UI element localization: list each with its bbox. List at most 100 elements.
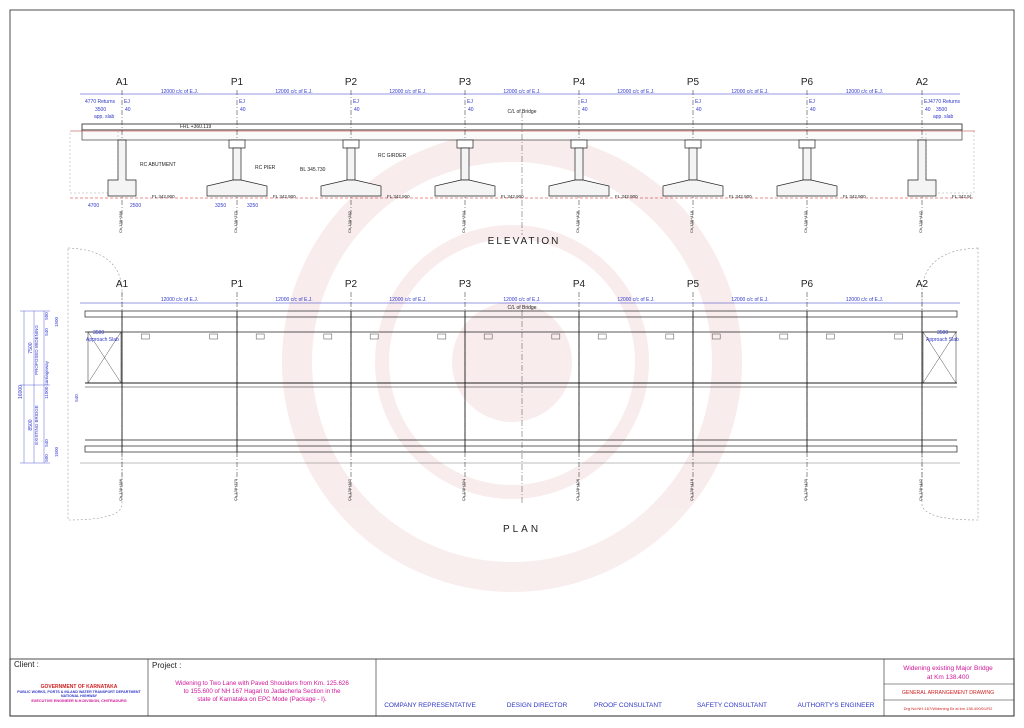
project-label: Project : (152, 661, 181, 670)
plan-chainage-4: Ch 138+406 (575, 478, 580, 501)
elevation-span-label-1: 12000 c/c of E.J. (275, 89, 312, 95)
frl-label: FRL +360.119 (180, 124, 211, 130)
elevation-fl-label-0: FL 342.900 (152, 194, 175, 199)
plan-support-label-4: P4 (573, 279, 586, 290)
elevation-pier-footing-1 (206, 179, 268, 197)
plan-chainage-5: Ch 138+418 (689, 478, 694, 501)
dim-left-2: 2500 (130, 203, 141, 209)
elevation-fl-label-4: FL 342.900 (615, 194, 638, 199)
plan-bearing-box-0-1 (209, 333, 218, 340)
right-app-slab-length: 3500 (936, 107, 947, 113)
plan-left-approach-label: Approach Slab (86, 337, 119, 343)
proof-consultant: PROOF CONSULTANT (594, 702, 662, 709)
plan-title: PLAN (503, 524, 541, 535)
elevation-pier-cap-4 (570, 139, 588, 149)
elevation-ej-gap-1: 40 (240, 107, 246, 113)
plan-chainage-2: Ch 138+382 (347, 478, 352, 501)
project-text-2: to 155.600 of NH 167 Hagari to Jadacherl… (184, 688, 341, 695)
plan-bearing-box-6-1 (894, 333, 903, 340)
elevation-fl-label-2: FL 342.900 (387, 194, 410, 199)
project-text-3: state of Karnataka on EPC Mode (Package … (197, 696, 327, 703)
elevation-ej-label-2: EJ (353, 99, 359, 105)
elevation-ej-label-6: EJ (809, 99, 815, 105)
drawing-number: Drg No:NH-167/Widening Br at km 138.400/… (904, 706, 993, 711)
plan-dim-proposed: 7500 (28, 342, 34, 353)
plan-bearing-box-5-0 (711, 333, 721, 340)
elevation-chainage-3: Ch 138+394 (461, 210, 466, 233)
elevation-ej-gap-3: 40 (468, 107, 474, 113)
plan-bearing-box-6-0 (826, 333, 835, 340)
elevation-ej-gap-6: 40 (810, 107, 816, 113)
elevation-pier-column-3 (460, 147, 470, 181)
elevation-pier-footing-6 (776, 179, 838, 197)
plan-bearing-box-3-0 (483, 333, 493, 340)
elevation-chainage-1: Ch 138+370 (233, 210, 238, 233)
plan-right-approach-cross-2 (922, 331, 957, 384)
elevation-fl-label-5: FL 342.900 (729, 194, 752, 199)
elevation-span-label-6: 12000 c/c of E.J. (846, 89, 883, 95)
plan-support-label-0: A1 (116, 279, 129, 290)
left-app-slab-label: app. slab (94, 114, 115, 120)
elevation-ej-label-1: EJ (239, 99, 245, 105)
elevation-support-label-2: P2 (345, 77, 358, 88)
elevation-span-label-3: 12000 c/c of E.J. (503, 89, 540, 95)
right-returns-label: 4770 Returns (930, 99, 961, 105)
plan-support-label-3: P3 (459, 279, 472, 290)
plan-support-label-7: A2 (916, 279, 929, 290)
title-block-frame (9, 658, 1015, 717)
girder-label: RC GIRDER (378, 153, 406, 159)
company-representative: COMPANY REPRESENTATIVE (384, 702, 476, 709)
authority-engineer: AUTHORTY'S ENGINEER (798, 702, 875, 709)
plan-span-label-5: 12000 c/c of E.J. (731, 297, 768, 303)
bl-label: BL 345.730 (300, 167, 326, 173)
plan-existing-label: EXISTING BRIDGE (34, 405, 39, 445)
elevation-ej-gap-4: 40 (582, 107, 588, 113)
plan-support-label-2: P2 (345, 279, 358, 290)
drawing-name: GENERAL ARRANGEMENT DRAWING (902, 690, 994, 696)
elevation-ej-label-7: EJ (924, 99, 930, 105)
watermark-logo (282, 132, 742, 592)
plan-dim-500-top: 500 (44, 312, 49, 320)
elevation-ej-label-0: EJ (124, 99, 130, 105)
elevation-abutment-0 (107, 139, 137, 197)
elevation-ej-label-5: EJ (695, 99, 701, 105)
plan-right-approach-label: Approach Slab (926, 337, 959, 343)
safety-consultant: SAFETY CONSULTANT (697, 702, 767, 709)
plan-span-label-4: 12000 c/c of E.J. (617, 297, 654, 303)
plan-proposed-edge (84, 310, 958, 318)
plan-span-label-3: 12000 c/c of E.J. (503, 297, 540, 303)
elevation-span-label-5: 12000 c/c of E.J. (731, 89, 768, 95)
elevation-pier-column-1 (232, 147, 242, 181)
elevation-pier-column-5 (688, 147, 698, 181)
plan-bearing-box-2-0 (369, 333, 379, 340)
plan-left-embankment (67, 247, 123, 521)
project-text-1: Widening to Two Lane with Paved Shoulder… (175, 680, 349, 687)
plan-right-approach-slab (922, 331, 957, 384)
drawing-title-line-1: Widening existing Major Bridge (903, 665, 993, 672)
elevation-pier-cap-1 (228, 139, 246, 149)
elevation-support-label-7: A2 (916, 77, 929, 88)
plan-bearing-box-4-0 (597, 333, 607, 340)
elevation-pier-column-2 (346, 147, 356, 181)
dim-pier-1: 3250 (215, 203, 226, 209)
elevation-ej-gap-2: 40 (354, 107, 360, 113)
left-embankment (69, 130, 119, 194)
elevation-abutment-7 (907, 139, 937, 197)
elevation-ej-label-4: EJ (581, 99, 587, 105)
plan-chainage-3: Ch 138+394 (461, 478, 466, 501)
plan-span-label-1: 12000 c/c of E.J. (275, 297, 312, 303)
elevation-pier-footing-5 (662, 179, 724, 197)
elevation-chainage-0: Ch 138+386 (118, 210, 123, 233)
plan-span-label-2: 12000 c/c of E.J. (389, 297, 426, 303)
elevation-centerline-label: C/L of Bridge (508, 109, 537, 115)
elevation-fl-label-1: FL 342.900 (273, 194, 296, 199)
elevation-pier-cap-6 (798, 139, 816, 149)
elevation-pier-cap-3 (456, 139, 474, 149)
plan-chainage-1: Ch 138+370 (233, 478, 238, 501)
plan-bearing-box-2-1 (437, 333, 447, 340)
client-line-2: PUBLIC WORKS, PORTS & INLAND WATER TRANS… (17, 690, 141, 694)
